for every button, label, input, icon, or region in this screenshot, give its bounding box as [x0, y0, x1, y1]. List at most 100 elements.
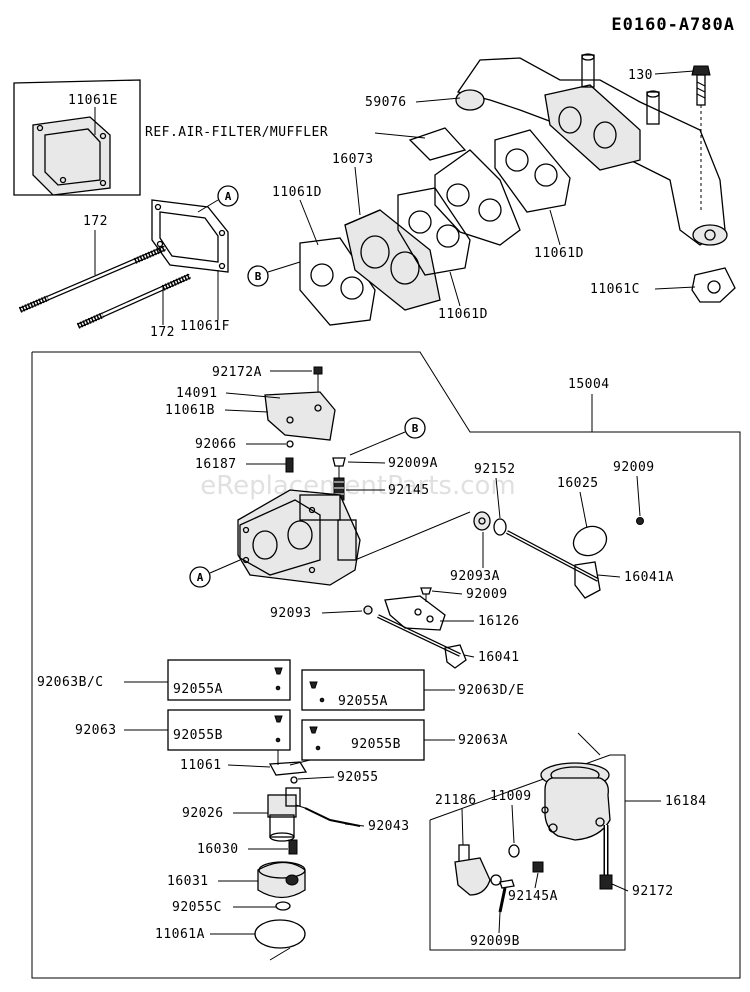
screw-92009-a [636, 517, 644, 525]
washer-92066 [286, 440, 294, 448]
solenoid-21186 [454, 844, 502, 896]
label-92009B: 92009B [470, 934, 520, 949]
label-11061D-b: 11061D [438, 307, 488, 322]
gasket-11061 [268, 761, 308, 776]
gasket-11061F [151, 199, 229, 273]
label-11061E: 11061E [68, 93, 118, 108]
ref-marker-a-mid [189, 566, 211, 588]
label-92172A: 92172A [212, 365, 262, 380]
label-11061D-a: 11061D [272, 185, 322, 200]
label-92145A: 92145A [508, 889, 558, 904]
label-16187: 16187 [195, 457, 237, 472]
gasket-11061E-box [13, 79, 141, 196]
label-92093: 92093 [270, 606, 312, 621]
ref-marker-a-top-text: A [225, 190, 232, 203]
plate-14091 [264, 391, 336, 441]
gasket-11061D-left [299, 237, 376, 326]
ref-marker-b-top [247, 265, 269, 287]
jet-kit-box-bc [167, 659, 291, 701]
label-16073: 16073 [332, 152, 374, 167]
label-16025: 16025 [557, 476, 599, 491]
label-172-top: 172 [83, 214, 108, 229]
ref-marker-b-top-text: B [255, 270, 262, 283]
shaft-16041A [506, 530, 601, 599]
label-92063DE: 92063D/E [458, 683, 525, 698]
label-16041A: 16041A [624, 570, 674, 585]
screw-92172A [313, 366, 323, 395]
label-92055A-a: 92055A [173, 682, 223, 697]
label-14091: 14091 [176, 386, 218, 401]
label-16030: 16030 [197, 842, 239, 857]
label-92055C: 92055C [172, 900, 222, 915]
label-11061A: 11061A [155, 927, 205, 942]
label-16184: 16184 [665, 794, 707, 809]
wire-92043 [304, 807, 361, 827]
float-16031 [257, 861, 306, 899]
ref-marker-b-mid [404, 417, 426, 439]
stud-172 [18, 245, 192, 329]
label-92172: 92172 [632, 884, 674, 899]
gasket-11009 [508, 844, 520, 858]
label-92066: 92066 [195, 437, 237, 452]
jet-92055 [290, 776, 298, 784]
intake-manifold-59076 [455, 53, 728, 246]
label-92152: 92152 [474, 462, 516, 477]
washer-92093 [363, 605, 373, 615]
label-15004: 15004 [568, 377, 610, 392]
label-11061B: 11061B [165, 403, 215, 418]
label-92063A: 92063A [458, 733, 508, 748]
label-16126: 16126 [478, 614, 520, 629]
screw-92009A [332, 457, 346, 478]
screw-92009B [498, 879, 515, 913]
seal-92152 [493, 518, 507, 536]
ref-marker-b-mid-text: B [412, 422, 419, 435]
watermark: eReplacementParts.com [200, 471, 516, 501]
label-92009-b: 92009 [466, 587, 508, 602]
valve-plate-16126 [384, 595, 446, 631]
label-11061F: 11061F [180, 319, 230, 334]
valve-plate-16025 [572, 525, 608, 557]
label-92055B-a: 92055B [173, 728, 223, 743]
label-11009: 11009 [490, 789, 532, 804]
label-16041: 16041 [478, 650, 520, 665]
label-11061C: 11061C [590, 282, 640, 297]
label-92145: 92145 [388, 483, 430, 498]
shaft-16041 [377, 614, 467, 669]
oring-11061A [254, 919, 306, 949]
solenoid-92026 [267, 787, 306, 842]
jet-16187 [285, 457, 294, 473]
insulator-16073 [344, 209, 441, 311]
label-92063: 92063 [75, 723, 117, 738]
bracket-plate [408, 127, 521, 246]
washer-92055C [275, 901, 291, 911]
nut-92093A [473, 511, 491, 531]
ref-air-filter-muffler: REF.AIR-FILTER/MUFFLER [145, 125, 328, 140]
gasket-11061C [691, 267, 736, 303]
label-21186: 21186 [435, 793, 477, 808]
label-92009A: 92009A [388, 456, 438, 471]
diagram-code: E0160-A780A [611, 15, 735, 35]
bolt-130 [691, 65, 711, 106]
label-59076: 59076 [365, 95, 407, 110]
carburetor-body [237, 489, 361, 586]
label-92055: 92055 [337, 770, 379, 785]
gasket-11061D-right [494, 129, 571, 213]
label-92063BC: 92063B/C [37, 675, 104, 690]
label-11061: 11061 [180, 758, 222, 773]
bolt-92172 [599, 825, 613, 890]
jet-16030 [288, 839, 298, 855]
label-92026: 92026 [182, 806, 224, 821]
label-172-bottom: 172 [150, 325, 175, 340]
label-11061D-c: 11061D [534, 246, 584, 261]
label-130: 130 [628, 68, 653, 83]
label-92009-a: 92009 [613, 460, 655, 475]
ref-marker-a-top [217, 185, 239, 207]
label-92055A-b: 92055A [338, 694, 388, 709]
screw-92009-b [420, 587, 432, 602]
air-horn-16184 [540, 762, 611, 841]
label-16031: 16031 [167, 874, 209, 889]
spring-92145A [532, 861, 544, 873]
label-92043: 92043 [368, 819, 410, 834]
